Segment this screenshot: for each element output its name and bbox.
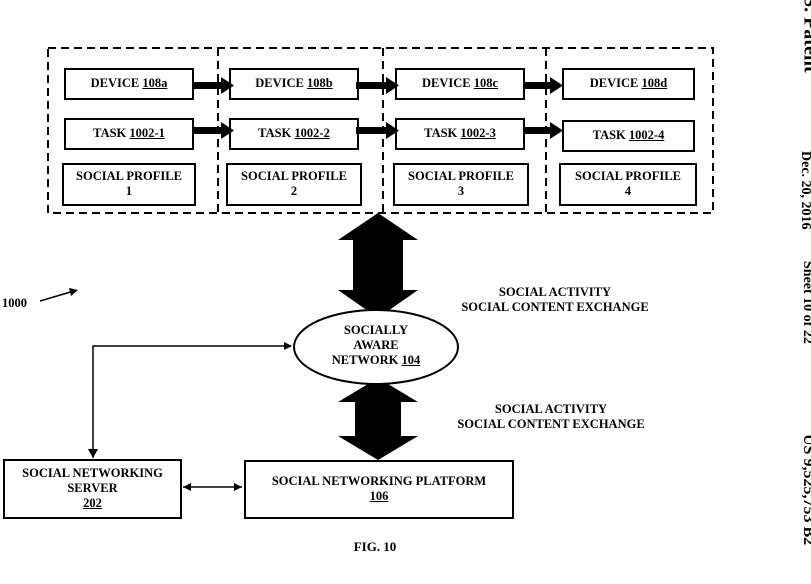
- device-ref: 108a: [142, 76, 167, 90]
- profile-line2: 1: [62, 184, 196, 199]
- profile-line2: 3: [393, 184, 529, 199]
- social-networking-platform-label: SOCIAL NETWORKING PLATFORM 106: [244, 474, 514, 504]
- platform-ref: 106: [244, 489, 514, 504]
- task-label-1002-4: TASK 1002-4: [562, 128, 695, 143]
- device-prefix: DEVICE: [422, 76, 474, 90]
- task-ref: 1002-1: [129, 126, 164, 140]
- profile-line2: 2: [226, 184, 362, 199]
- network-label: SOCIALLY AWARE NETWORK 104: [300, 323, 452, 368]
- network-ref: 104: [402, 353, 421, 367]
- device-prefix: DEVICE: [255, 76, 307, 90]
- task-arrow-3: [524, 122, 563, 139]
- device-prefix: DEVICE: [91, 76, 143, 90]
- social-profile-label-2: SOCIAL PROFILE 2: [226, 169, 362, 199]
- device-ref: 108d: [642, 76, 668, 90]
- social-profile-label-1: SOCIAL PROFILE 1: [62, 169, 196, 199]
- profile-line1: SOCIAL PROFILE: [62, 169, 196, 184]
- device-label-108d: DEVICE 108d: [562, 76, 695, 91]
- device-arrow-2: [356, 77, 399, 94]
- figure-reference-number: 1000: [2, 296, 42, 311]
- device-prefix: DEVICE: [590, 76, 642, 90]
- network-prefix: NETWORK: [332, 353, 402, 367]
- platform-line1: SOCIAL NETWORKING PLATFORM: [244, 474, 514, 489]
- activity-top-line1: SOCIAL ACTIVITY: [430, 285, 680, 300]
- task-label-1002-3: TASK 1002-3: [395, 126, 525, 141]
- profile-line1: SOCIAL PROFILE: [226, 169, 362, 184]
- server-ref: 202: [3, 496, 182, 511]
- device-label-108b: DEVICE 108b: [229, 76, 359, 91]
- activity-label-top: SOCIAL ACTIVITY SOCIAL CONTENT EXCHANGE: [430, 285, 680, 315]
- task-label-1002-1: TASK 1002-1: [64, 126, 194, 141]
- task-prefix: TASK: [258, 126, 294, 140]
- social-networking-server-label: SOCIAL NETWORKING SERVER 202: [3, 466, 182, 511]
- task-arrow-2: [356, 122, 399, 139]
- task-prefix: TASK: [424, 126, 460, 140]
- task-ref: 1002-4: [629, 128, 664, 142]
- device-ref: 108c: [474, 76, 498, 90]
- device-label-108c: DEVICE 108c: [395, 76, 525, 91]
- task-ref: 1002-3: [460, 126, 495, 140]
- server-line1: SOCIAL NETWORKING: [3, 466, 182, 481]
- big-double-arrow-top: [338, 213, 418, 318]
- figure-caption: FIG. 10: [330, 539, 420, 554]
- device-ref: 108b: [307, 76, 333, 90]
- device-arrow-3: [524, 77, 563, 94]
- server-network-connector: [93, 346, 291, 458]
- social-profile-label-3: SOCIAL PROFILE 3: [393, 169, 529, 199]
- big-double-arrow-bottom: [338, 378, 418, 460]
- header-sheet: Sheet 10 of 22: [799, 261, 811, 371]
- activity-top-line2: SOCIAL CONTENT EXCHANGE: [430, 300, 680, 315]
- profile-line1: SOCIAL PROFILE: [393, 169, 529, 184]
- activity-bottom-line2: SOCIAL CONTENT EXCHANGE: [426, 417, 676, 432]
- task-prefix: TASK: [593, 128, 629, 142]
- social-profile-label-4: SOCIAL PROFILE 4: [559, 169, 697, 199]
- network-line2: AWARE: [300, 338, 452, 353]
- header-patent-number: US 9,525,753 B2: [799, 434, 811, 584]
- reference-arrow-1000: [40, 291, 74, 301]
- server-line2: SERVER: [3, 481, 182, 496]
- network-line3: NETWORK 104: [300, 353, 452, 368]
- device-label-108a: DEVICE 108a: [64, 76, 194, 91]
- task-ref: 1002-2: [294, 126, 329, 140]
- header-patent-label: U.S. Patent: [799, 0, 811, 107]
- task-prefix: TASK: [93, 126, 129, 140]
- task-label-1002-2: TASK 1002-2: [229, 126, 359, 141]
- device-arrow-1: [193, 77, 234, 94]
- network-line1: SOCIALLY: [300, 323, 452, 338]
- task-arrow-1: [193, 122, 234, 139]
- activity-bottom-line1: SOCIAL ACTIVITY: [426, 402, 676, 417]
- profile-line2: 4: [559, 184, 697, 199]
- header-date: Dec. 20, 2016: [797, 151, 811, 271]
- activity-label-bottom: SOCIAL ACTIVITY SOCIAL CONTENT EXCHANGE: [426, 402, 676, 432]
- profile-line1: SOCIAL PROFILE: [559, 169, 697, 184]
